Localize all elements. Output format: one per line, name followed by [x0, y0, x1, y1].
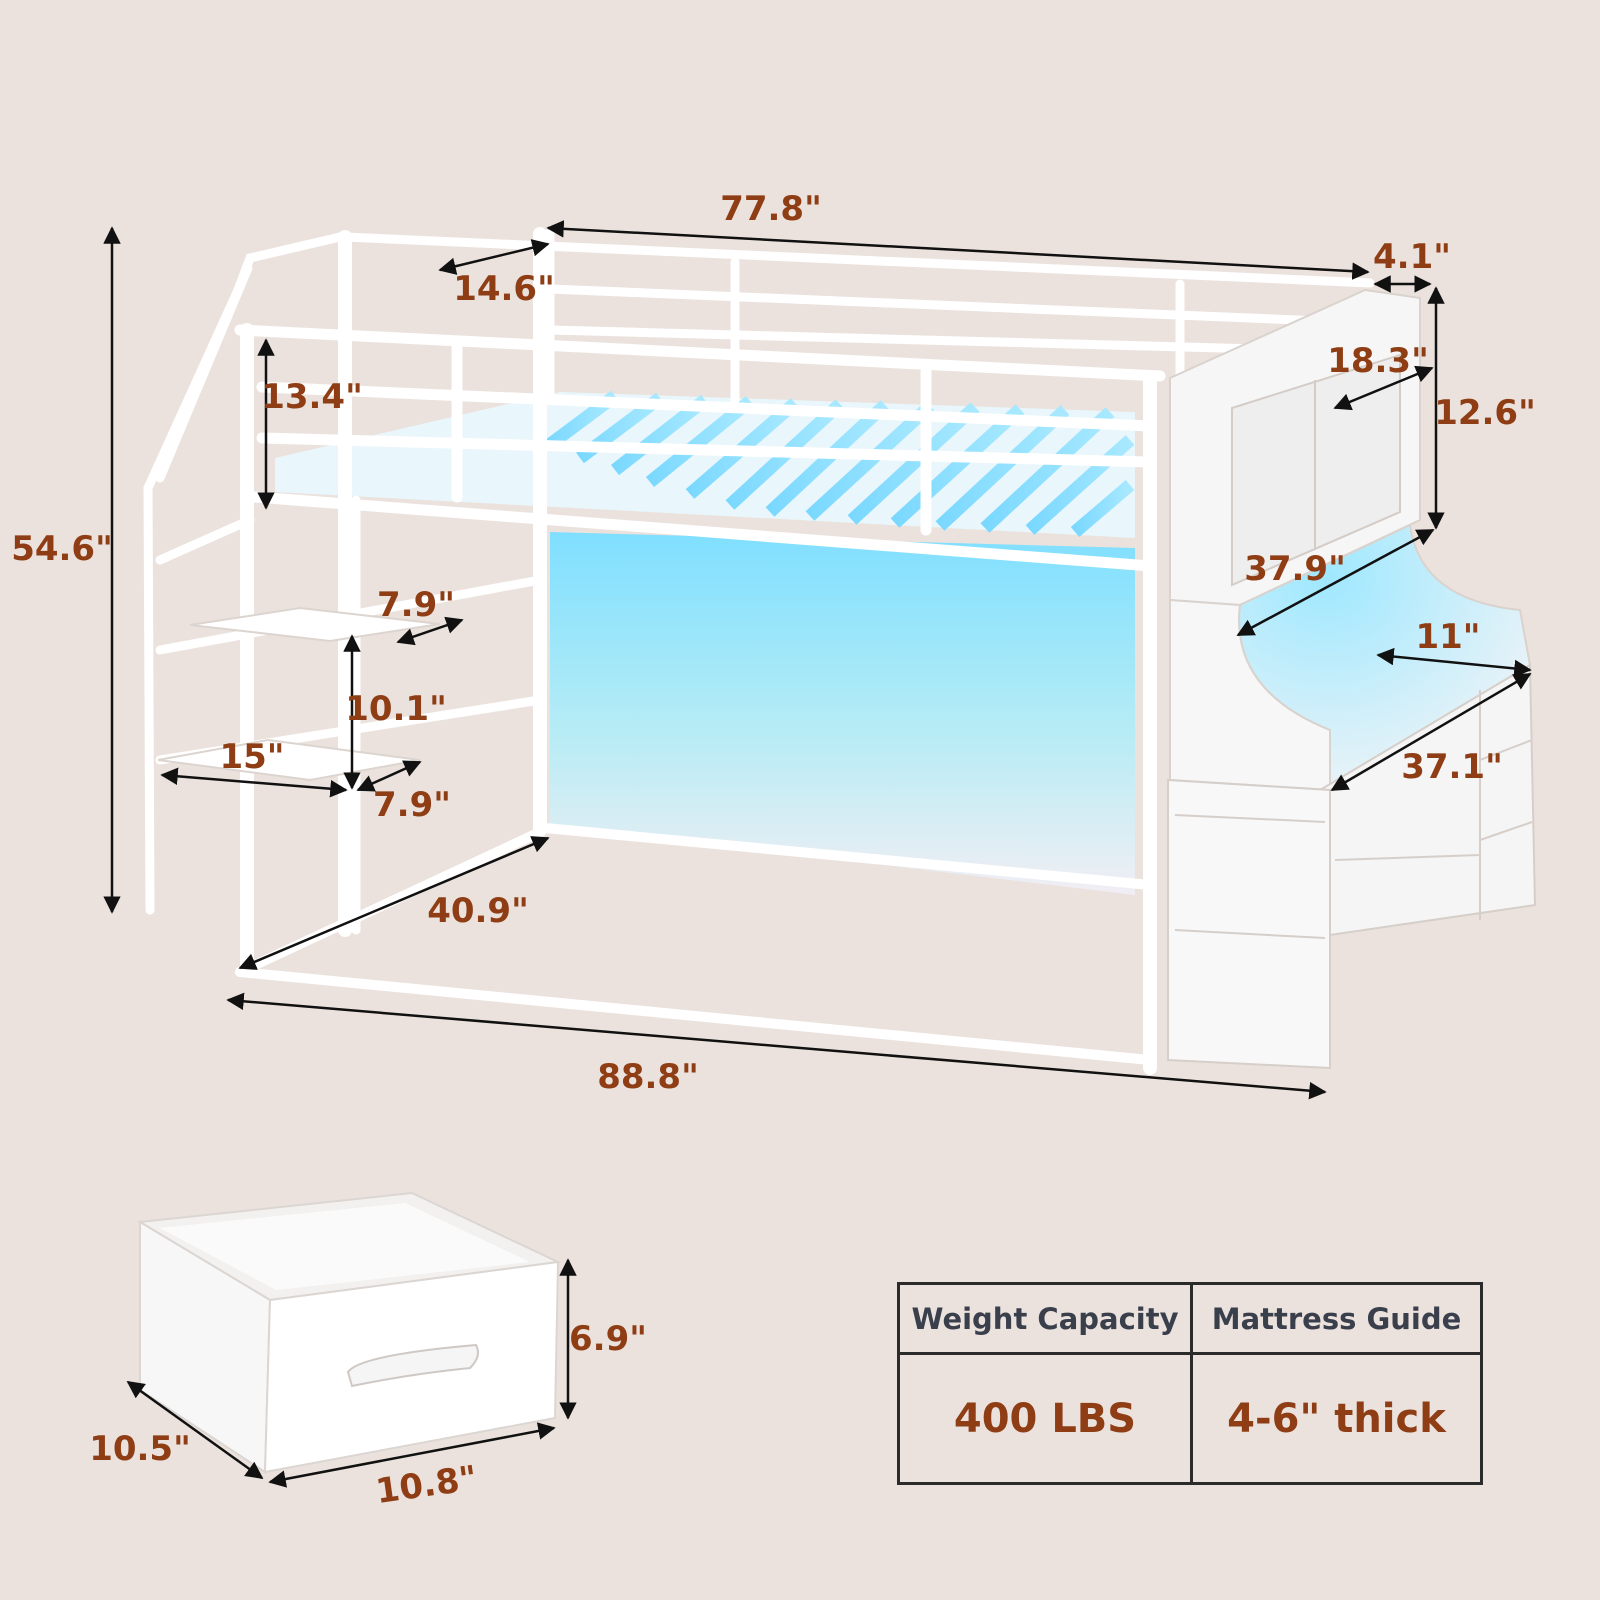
overall-length-label: 77.8" — [720, 189, 822, 229]
drawer-width-label: 10.8" — [373, 1458, 479, 1512]
upper-step-depth-label: 7.9" — [377, 585, 455, 625]
desk-length-label: 37.9" — [1244, 549, 1346, 589]
top-shelf-depth-label: 4.1" — [1373, 237, 1451, 277]
drawer-depth-label: 10.5" — [89, 1429, 191, 1469]
guardrail-height-label: 13.4" — [261, 377, 363, 417]
stair-platform-width-label: 14.6" — [453, 269, 555, 309]
mattress-guide-value: 4-6" thick — [1227, 1395, 1446, 1442]
cabinet-length-label: 37.1" — [1401, 747, 1503, 787]
lower-step-depth-label: 7.9" — [373, 785, 451, 825]
overall-height-label: 54.6" — [11, 529, 113, 569]
weight-capacity-header: Weight Capacity — [900, 1285, 1193, 1355]
dimension-arrows — [103, 220, 1532, 1100]
specs-table: Weight Capacity Mattress Guide 400 LBS 4… — [897, 1282, 1483, 1485]
step-width-label: 15" — [219, 737, 284, 777]
drawer-dimension-labels: 6.9" 10.5" 10.8" — [89, 1319, 647, 1512]
mattress-guide-header: Mattress Guide — [1193, 1285, 1480, 1355]
front-guardrail — [234, 324, 1166, 572]
bed-width-label: 40.9" — [427, 891, 529, 931]
fabric-drawer — [136, 1191, 562, 1474]
desk-depth-label: 11" — [1415, 617, 1480, 657]
total-length-label: 88.8" — [597, 1057, 699, 1097]
led-backlight-panel — [550, 532, 1135, 895]
weight-capacity-value: 400 LBS — [900, 1355, 1193, 1482]
drawer-dimension-arrows — [126, 1258, 577, 1488]
drawer-height-label: 6.9" — [569, 1319, 647, 1359]
lower-step — [157, 738, 421, 782]
dimension-labels: 77.8" 4.1" 14.6" 13.4" 54.6" 18.3" 12.6"… — [11, 189, 1536, 1097]
drawer-cabinet — [1167, 778, 1331, 1070]
drawer-handle-icon — [346, 1343, 479, 1388]
shelf-section-height-label: 12.6" — [1434, 393, 1536, 433]
step-rise-label: 10.1" — [345, 689, 447, 729]
shelf-height-label: 18.3" — [1327, 341, 1429, 381]
